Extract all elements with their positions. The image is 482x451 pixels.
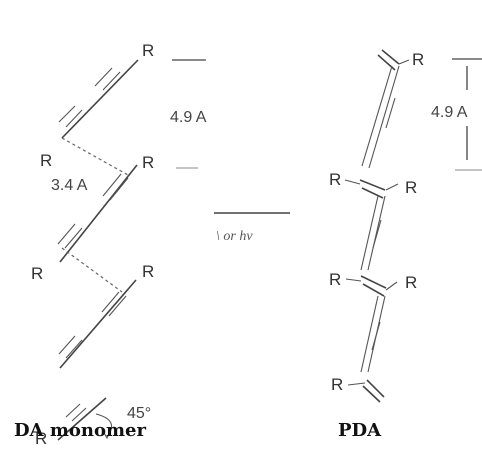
pda-caption: PDA (338, 420, 382, 441)
pda-r-label: R (331, 375, 343, 394)
pda-structure: R R R R R R 4.9 A (329, 49, 482, 403)
monomer-r-label: R (142, 262, 154, 281)
angle-arrow-head (102, 430, 111, 440)
pda-r-label: R (405, 178, 417, 197)
monomer-r-label: R (35, 429, 47, 448)
reaction-arrow: \ or hν (214, 212, 290, 244)
pda-r-label: R (405, 273, 417, 292)
da-monomer-structure: R R R R R R 4.9 A 3.4 A 45° (31, 41, 207, 448)
monomer-r-label: R (40, 151, 52, 170)
monomer-distance-label: 3.4 A (51, 177, 88, 194)
pda-r-label: R (412, 50, 424, 69)
monomer-angle-label: 45° (127, 405, 151, 422)
monomer-spacing-label: 4.9 A (170, 109, 207, 126)
pda-r-label: R (329, 270, 341, 289)
monomer-caption: DA monomer (14, 420, 146, 441)
pda-r-label: R (329, 170, 341, 189)
pda-spacing-label: 4.9 A (431, 104, 468, 121)
monomer-r-label: R (31, 264, 43, 283)
monomer-r-label: R (142, 153, 154, 172)
monomer-r-label: R (142, 41, 154, 60)
reaction-condition-label: \ or hν (216, 229, 253, 244)
